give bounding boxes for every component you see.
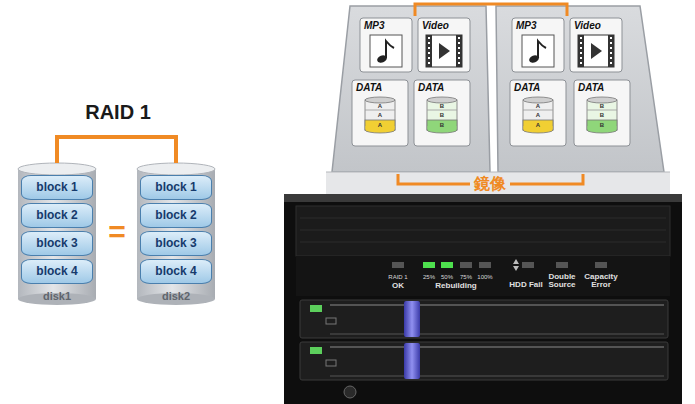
music-icon bbox=[522, 35, 554, 67]
node-text: disk1 bbox=[43, 290, 71, 302]
data-icon bbox=[523, 97, 553, 133]
disk-cylinder: disk2 block 1 block 2 block 3 block 4 bbox=[137, 163, 215, 305]
drive-tray bbox=[300, 300, 668, 338]
data-block: block 4 bbox=[140, 259, 212, 284]
data-block: block 3 bbox=[140, 231, 212, 256]
volume-letter: A bbox=[378, 122, 382, 128]
data-block: block 3 bbox=[21, 231, 93, 256]
drive-edge bbox=[326, 172, 670, 194]
file-tile: MP3 bbox=[360, 18, 412, 72]
video-icon bbox=[578, 35, 614, 67]
volume-letter: A bbox=[536, 122, 540, 128]
hard-drive bbox=[496, 6, 664, 172]
music-icon bbox=[370, 35, 402, 67]
led-label: HDD Fail bbox=[509, 281, 542, 289]
led-label: OK bbox=[392, 282, 404, 290]
disk-cylinder-art bbox=[137, 163, 215, 305]
volume-letter: B bbox=[600, 122, 604, 128]
led-label: 50% bbox=[441, 274, 453, 280]
enclosure bbox=[284, 194, 682, 404]
volume-letter: A bbox=[378, 112, 382, 118]
node-text: DATA bbox=[356, 83, 382, 93]
led-label: RAID 1 bbox=[388, 274, 407, 280]
node-text: DATA bbox=[514, 83, 540, 93]
volume-letter: B bbox=[440, 122, 444, 128]
file-tile: Video bbox=[570, 18, 622, 72]
node-text: Video bbox=[574, 21, 601, 31]
data-icon bbox=[427, 97, 457, 133]
data-block: block 1 bbox=[21, 175, 93, 200]
volume-letter: B bbox=[600, 112, 604, 118]
equals-sign: = bbox=[108, 217, 126, 247]
node-text: block 3 bbox=[155, 232, 196, 255]
node-text: DATA bbox=[418, 83, 444, 93]
file-tile: Video bbox=[418, 18, 470, 72]
volume-letter: B bbox=[440, 112, 444, 118]
node-text: block 1 bbox=[155, 176, 196, 199]
enclosure-top bbox=[284, 194, 682, 202]
data-icon bbox=[587, 97, 617, 133]
data-block: block 4 bbox=[21, 259, 93, 284]
led-label: Rebuilding bbox=[435, 282, 476, 290]
volume-letter: A bbox=[378, 103, 382, 109]
node-text: block 3 bbox=[36, 232, 77, 255]
disk-cylinder-art bbox=[18, 163, 96, 305]
mirror-label: 鏡像 bbox=[470, 175, 510, 193]
led-label: 25% bbox=[423, 274, 435, 280]
disk-cylinder: disk1 block 1 block 2 block 3 block 4 bbox=[18, 163, 96, 305]
file-tile-art bbox=[352, 18, 630, 146]
led-label: 75% bbox=[460, 274, 472, 280]
mirror-wire bbox=[415, 4, 567, 16]
data-block: block 1 bbox=[140, 175, 212, 200]
status-leds bbox=[392, 259, 607, 271]
drive-edge-line bbox=[326, 172, 670, 173]
bay-slots bbox=[300, 218, 666, 242]
node-text: block 4 bbox=[36, 260, 77, 283]
node-text: MP3 bbox=[516, 21, 537, 31]
video-icon bbox=[426, 35, 462, 67]
node-text: MP3 bbox=[364, 21, 385, 31]
data-block: block 2 bbox=[21, 203, 93, 228]
hard-drive bbox=[332, 6, 490, 172]
volume-letter: A bbox=[536, 103, 540, 109]
node-text: DATA bbox=[578, 83, 604, 93]
data-icon bbox=[365, 97, 395, 133]
file-tile: MP3 bbox=[512, 18, 564, 72]
volume-letter: B bbox=[440, 103, 444, 109]
node-text: Video bbox=[422, 21, 449, 31]
power-button bbox=[344, 386, 356, 398]
volume-letter: A bbox=[536, 112, 540, 118]
drive-tray bbox=[300, 342, 668, 380]
diagram-title: RAID 1 bbox=[85, 102, 151, 122]
mirror-connector bbox=[57, 137, 176, 163]
led-label: 100% bbox=[477, 274, 492, 280]
data-block: block 2 bbox=[140, 203, 212, 228]
drive-bay bbox=[296, 206, 670, 256]
volume-letter: B bbox=[600, 103, 604, 109]
node-text: block 1 bbox=[36, 176, 77, 199]
node-text: block 2 bbox=[155, 204, 196, 227]
led-label: Double Source bbox=[545, 273, 579, 290]
node-text: disk2 bbox=[162, 290, 190, 302]
led-panel bbox=[296, 256, 670, 296]
led-label: Capacity Error bbox=[581, 273, 621, 290]
node-text: block 2 bbox=[36, 204, 77, 227]
node-text: block 4 bbox=[155, 260, 196, 283]
